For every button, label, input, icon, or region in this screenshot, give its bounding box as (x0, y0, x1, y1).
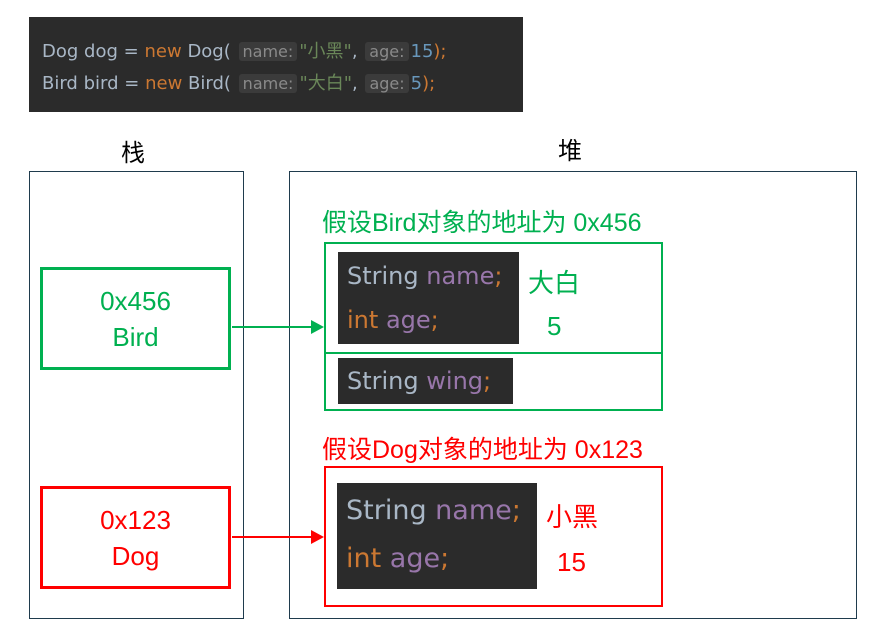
bird-name-value: 大白 (528, 268, 581, 298)
code-keyword: new (145, 73, 183, 94)
dog-object-label: 假设Dog对象的地址为 0x123 (322, 436, 643, 464)
field-semicolon: ; (511, 495, 521, 526)
bird-object-box (324, 242, 663, 411)
field-type: String (347, 367, 419, 395)
dog-reference-box: 0x123 Dog (40, 486, 231, 589)
field-semicolon: ; (494, 262, 503, 290)
code-token: dog (84, 41, 118, 62)
code-token: Dog( (187, 41, 231, 62)
bird-inherited-fields: String name; int age; (338, 252, 519, 344)
code-number: 15 (410, 41, 434, 62)
code-token: = (124, 73, 140, 94)
code-token: bird (83, 73, 119, 94)
dog-name-value: 小黑 (546, 502, 599, 532)
dog-object-box (324, 466, 663, 607)
param-hint: age: (365, 74, 409, 93)
bird-reference-box: 0x456 Bird (40, 267, 231, 370)
bird-field-wing: String wing; (347, 367, 491, 395)
field-type: int (347, 306, 379, 334)
field-type: int (346, 543, 382, 574)
field-name: age (385, 306, 431, 334)
dog-field-age: int age; (346, 543, 449, 574)
param-hint: name: (238, 74, 298, 93)
code-number: 5 (410, 73, 423, 94)
code-token: , (352, 73, 358, 94)
bird-arrow (232, 320, 324, 334)
code-string: "大白" (299, 73, 352, 94)
field-semicolon: ; (440, 543, 450, 574)
dog-arrow (232, 530, 324, 544)
param-hint: name: (238, 42, 298, 61)
bird-own-field: String wing; (338, 358, 513, 404)
code-token: Dog (42, 41, 79, 62)
field-name: name (426, 262, 495, 290)
stack-title: 栈 (121, 139, 145, 167)
field-semicolon: ; (430, 306, 439, 334)
bird-object-divider (325, 352, 662, 354)
code-snippet: Dog dog = new Dog( name:"小黑", age:15); B… (29, 17, 523, 112)
code-token: = (123, 41, 139, 62)
field-name: name (435, 495, 512, 526)
dog-reference-address: 0x123 (100, 504, 171, 535)
heap-title: 堆 (558, 137, 582, 165)
param-hint: age: (365, 42, 409, 61)
dog-fields: String name; int age; (337, 483, 537, 589)
field-semicolon: ; (483, 367, 492, 395)
field-name: age (389, 543, 441, 574)
field-name: wing (426, 367, 484, 395)
dog-age-value: 15 (557, 547, 586, 577)
code-token: ); (433, 41, 447, 62)
code-token: ); (422, 73, 436, 94)
bird-reference-type: Bird (112, 321, 159, 352)
code-line-dog: Dog dog = new Dog( name:"小黑", age:15); (42, 37, 447, 63)
code-keyword: new (144, 41, 182, 62)
heap-panel (289, 171, 857, 619)
code-token: Bird( (188, 73, 231, 94)
code-token: , (351, 41, 358, 62)
code-token: Bird (42, 73, 78, 94)
stack-panel (29, 171, 244, 619)
dog-reference-type: Dog (111, 540, 160, 571)
code-string: "小黑" (299, 41, 352, 62)
bird-field-age: int age; (347, 306, 439, 334)
bird-age-value: 5 (547, 311, 562, 341)
field-type: String (347, 262, 419, 290)
bird-field-name: String name; (347, 262, 502, 290)
bird-reference-address: 0x456 (100, 285, 171, 316)
field-type: String (346, 495, 427, 526)
bird-object-label: 假设Bird对象的地址为 0x456 (322, 209, 642, 237)
dog-field-name: String name; (346, 495, 521, 526)
code-line-bird: Bird bird = new Bird( name:"大白", age:5); (42, 69, 435, 95)
